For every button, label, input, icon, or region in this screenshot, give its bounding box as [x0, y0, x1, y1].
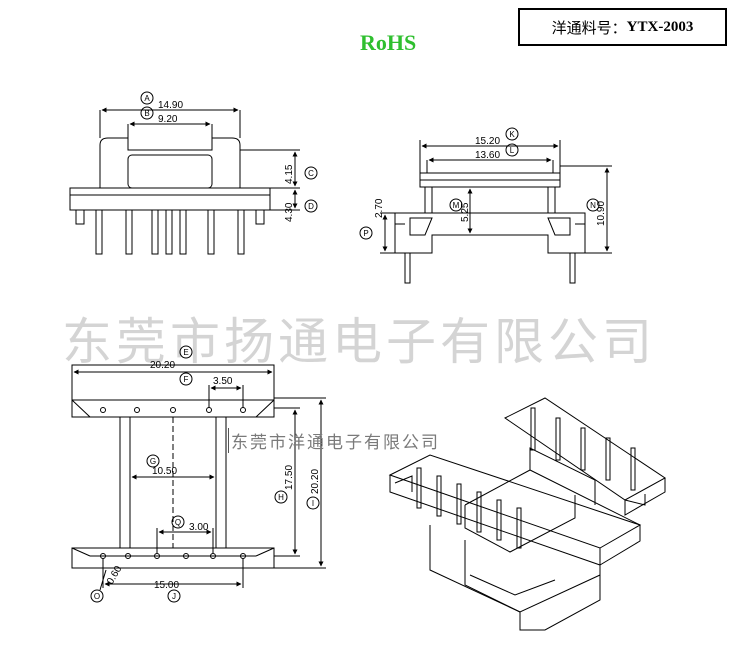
label-m: M — [453, 201, 460, 210]
label-h: H — [278, 493, 284, 502]
iso-pins-far — [530, 407, 636, 491]
label-n: N — [590, 201, 596, 210]
label-o: O — [94, 592, 100, 601]
dim-b-value: 9.20 — [158, 114, 178, 125]
dim-o-value: 0.60 — [105, 564, 124, 587]
iso-pins-near — [416, 467, 522, 549]
watermark-large: 东莞市扬通电子有限公司 — [62, 313, 656, 371]
rohs-label: RoHS — [360, 30, 417, 55]
dim-p-value: 2.70 — [374, 198, 385, 218]
label-q: Q — [175, 518, 181, 527]
front-pins — [95, 209, 245, 255]
label-i: I — [312, 499, 314, 508]
dim-n-value: 10.90 — [596, 201, 607, 226]
top-pin-holes — [100, 407, 246, 559]
label-g: G — [150, 457, 156, 466]
dim-a-value: 14.90 — [158, 100, 183, 111]
dim-d-value: 4.30 — [284, 202, 295, 222]
label-d: D — [308, 202, 314, 211]
dim-m-value: 5.25 — [460, 202, 471, 222]
dim-g-value: 10.50 — [152, 466, 177, 477]
front-view-labels: A 14.90 B 9.20 C 4.15 D 4.30 — [144, 94, 314, 222]
part-number-box: 洋通料号： YTX-2003 — [518, 8, 727, 46]
isometric-view — [388, 397, 666, 631]
dim-f-value: 3.50 — [213, 376, 233, 387]
top-view-labels: E 20.20 F 3.50 G 10.50 Q 3.00 H 17.50 I … — [94, 348, 321, 601]
part-number-value: YTX-2003 — [626, 18, 694, 35]
dim-q-value: 3.00 — [189, 522, 209, 533]
dim-c-value: 4.15 — [284, 164, 295, 184]
label-c: C — [308, 169, 314, 178]
label-k: K — [509, 130, 515, 139]
dim-e-value: 20.20 — [150, 360, 175, 371]
dim-j-value: 15.00 — [154, 580, 179, 591]
label-b: B — [144, 109, 149, 118]
dim-i-value: 20.20 — [310, 469, 321, 494]
dim-l-value: 13.60 — [475, 150, 500, 161]
top-view — [71, 345, 326, 603]
label-f: F — [184, 375, 189, 384]
side-view — [359, 127, 612, 284]
dim-k-value: 15.20 — [475, 136, 500, 147]
dim-h-value: 17.50 — [284, 465, 295, 490]
label-a: A — [144, 94, 150, 103]
label-e: E — [183, 348, 188, 357]
label-l: L — [510, 146, 515, 155]
front-view — [69, 91, 318, 255]
label-j: J — [172, 592, 176, 601]
side-view-labels: K 15.20 L 13.60 M 5.25 N 10.90 P 2.70 — [363, 130, 607, 238]
watermark-small: 东莞市洋通电子有限公司 — [228, 428, 440, 453]
label-p: P — [363, 229, 368, 238]
part-number-label: 洋通料号： — [551, 20, 627, 37]
